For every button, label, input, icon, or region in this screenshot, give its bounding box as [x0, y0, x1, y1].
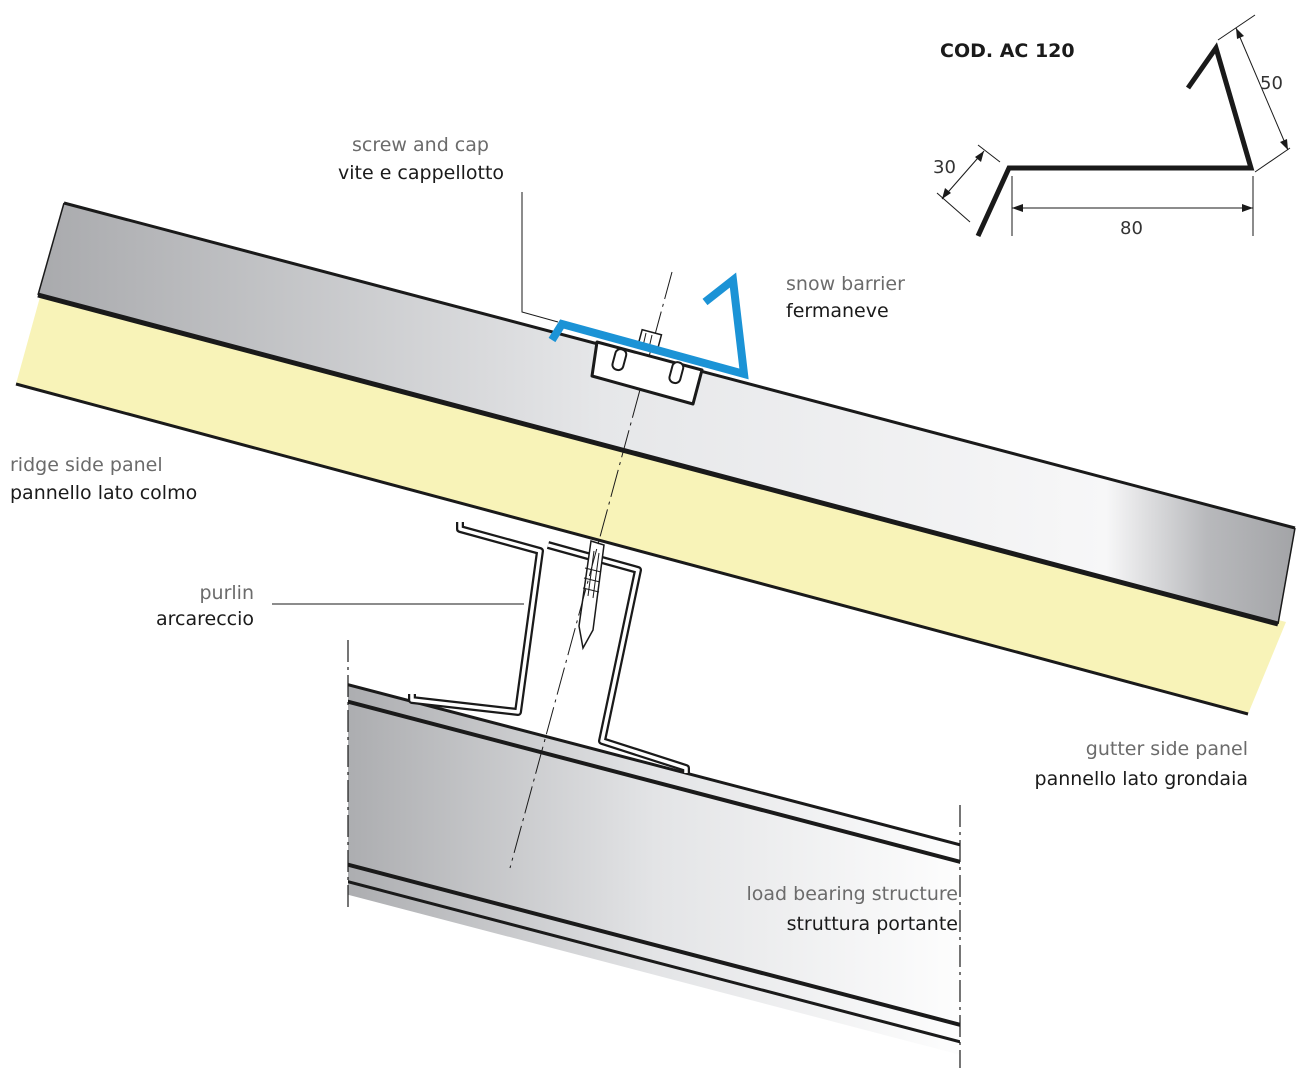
- panel-end-right: [1277, 527, 1296, 625]
- label-structure-en: load bearing structure: [746, 883, 959, 905]
- label-screw-en: screw and cap: [352, 134, 489, 156]
- label-snow-it: fermaneve: [786, 300, 889, 322]
- dimension-80: 80: [1120, 218, 1143, 239]
- panel-bottom-edge: [15, 382, 1249, 716]
- label-structure-it: struttura portante: [786, 913, 958, 935]
- panel-insulation: [16, 297, 1286, 714]
- structure-bottom-edge: [348, 880, 960, 1044]
- product-code: COD. AC 120: [940, 40, 1075, 62]
- structure-flange-line-2: [348, 862, 960, 1027]
- label-snow-en: snow barrier: [786, 273, 905, 295]
- load-bearing-structure: [348, 683, 960, 1055]
- structure-flange-line-1: [348, 699, 960, 864]
- roof-panel: [15, 201, 1296, 716]
- label-gutter-en: gutter side panel: [1085, 738, 1248, 760]
- purlin: [408, 522, 690, 773]
- leader-screw: [521, 192, 559, 323]
- snow-barrier-profile: [548, 272, 749, 380]
- profile-sketch: [936, 14, 1291, 238]
- structure-top-edge: [348, 683, 960, 847]
- label-ridge-it: pannello lato colmo: [10, 482, 198, 504]
- profile-shape: [975, 42, 1255, 238]
- structure-body: [348, 684, 960, 1055]
- purlin-screw: [578, 540, 605, 651]
- panel-end-top: [37, 202, 65, 296]
- fixing-cap: [590, 328, 704, 406]
- panel-steel-skin: [38, 203, 1295, 624]
- label-gutter-it: pannello lato grondaia: [1034, 768, 1248, 790]
- dimension-50: 50: [1260, 73, 1283, 94]
- label-purlin-it: arcareccio: [155, 608, 254, 630]
- dimension-30: 30: [933, 157, 956, 178]
- panel-joint-line: [37, 292, 1279, 627]
- label-ridge-en: ridge side panel: [10, 454, 163, 476]
- label-screw-it: vite e cappellotto: [338, 162, 505, 184]
- label-purlin-en: purlin: [199, 582, 254, 604]
